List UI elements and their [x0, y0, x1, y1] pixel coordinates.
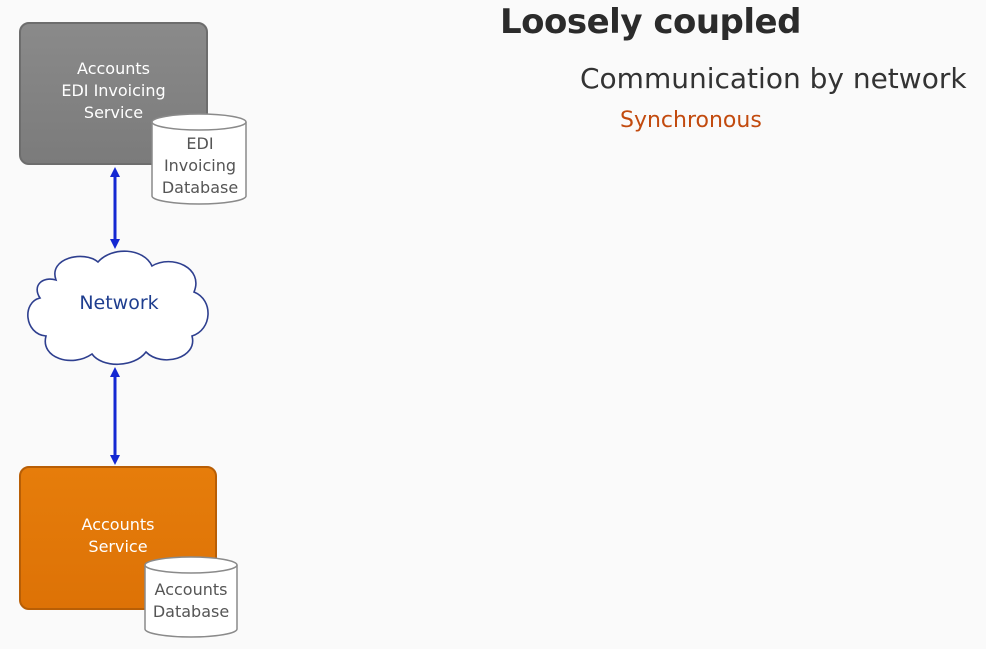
edi-db-label-line: Invoicing	[163, 156, 237, 175]
edi-service-label-line: EDI Invoicing	[61, 81, 166, 100]
network-cloud-icon	[27, 250, 209, 365]
database-cylinder-icon	[144, 556, 238, 638]
accounts-database: Accounts Database	[141, 555, 241, 639]
network-label: Network	[79, 292, 159, 314]
accounts-db-label-line: Database	[152, 602, 230, 621]
accounts-service-label-line: Accounts	[81, 515, 155, 534]
page-title: Loosely coupled	[500, 2, 801, 42]
edi-service-label-line: Service	[83, 103, 144, 122]
edi-invoicing-database: EDI Invoicing Database	[150, 112, 250, 206]
edi-db-label-line: EDI	[186, 134, 214, 153]
page-subtitle: Communication by network	[580, 62, 967, 95]
accounts-db-label-line: Accounts	[154, 580, 228, 599]
edi-service-label-line: Accounts	[77, 59, 150, 78]
communication-mode-label: Synchronous	[620, 108, 762, 133]
accounts-service-label-line: Service	[88, 537, 148, 556]
edi-db-label-line: Database	[161, 178, 239, 197]
database-cylinder-icon	[151, 113, 247, 205]
